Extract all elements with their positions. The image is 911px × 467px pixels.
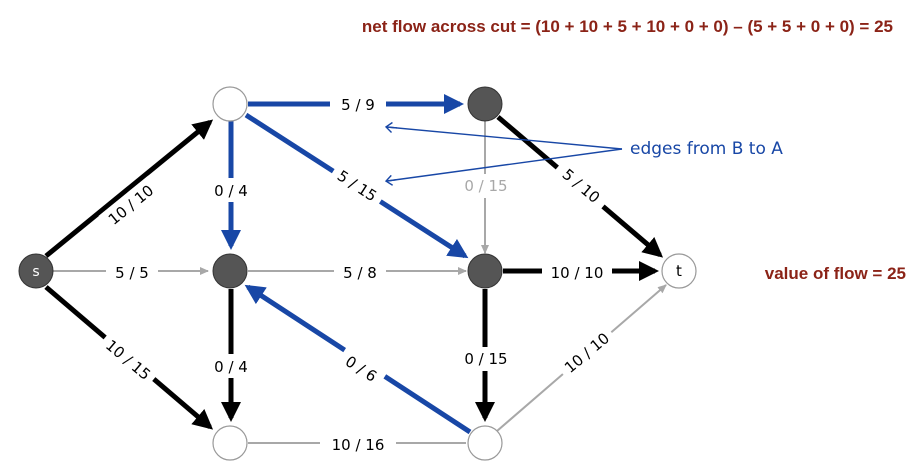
flow-value-label: value of flow = 25: [765, 264, 906, 283]
annotation-arrow-upper: [387, 127, 623, 150]
svg-text:0 / 4: 0 / 4: [214, 182, 248, 200]
svg-text:0 / 4: 0 / 4: [214, 358, 248, 376]
edge-label-mid-to-bottom: 0 / 4: [205, 354, 257, 378]
edge-label-top-to-midright: 5 / 15: [326, 160, 388, 212]
edge-label-top-to-topright: 5 / 9: [330, 92, 386, 116]
svg-text:0 / 15: 0 / 15: [464, 350, 507, 368]
edge-label-bottomright-to-mid: 0 / 6: [334, 345, 388, 393]
edge-label-mid-to-midright: 5 / 8: [334, 262, 386, 284]
edge-label-bottomright-to-t: 10 / 10: [554, 323, 620, 383]
edge-label-s-to-mid: 5 / 5: [106, 262, 158, 284]
edge-label-topright-to-t: 5 / 10: [550, 157, 612, 215]
svg-text:5 / 8: 5 / 8: [343, 264, 377, 282]
edge-label-midright-to-bottomright: 0 / 15: [456, 347, 516, 371]
cut-equation: net flow across cut = (10 + 10 + 5 + 10 …: [362, 17, 893, 36]
node-mid: [212, 253, 248, 289]
svg-text:0 / 15: 0 / 15: [464, 177, 507, 195]
node-top: [212, 86, 248, 122]
node-s: s: [18, 253, 54, 289]
annotation-label: edges from B to A: [630, 139, 783, 159]
edge-label-bottom-to-bottomright: 10 / 16: [320, 434, 396, 456]
edge-label-top-to-mid: 0 / 4: [205, 178, 257, 202]
svg-text:10 / 10: 10 / 10: [551, 264, 604, 282]
annotation-arrow-lower: [387, 148, 623, 181]
node-top-right: [467, 86, 503, 122]
edge-s-to-top: [44, 119, 214, 258]
node-bottom-right: [467, 425, 503, 461]
node-t: t: [661, 253, 697, 289]
svg-text:5 / 5: 5 / 5: [115, 264, 149, 282]
svg-text:10 / 16: 10 / 16: [332, 436, 385, 454]
svg-text:5 / 9: 5 / 9: [341, 96, 375, 114]
edge-label-topright-to-midright: 0 / 15: [458, 174, 514, 198]
edge-label-midright-to-t: 10 / 10: [542, 262, 612, 284]
svg-text:t: t: [676, 262, 682, 280]
node-bottom: [212, 425, 248, 461]
edge-label-s-to-bottom: 10 / 15: [95, 330, 161, 390]
node-mid-right: [467, 253, 503, 289]
svg-text:s: s: [32, 264, 39, 280]
